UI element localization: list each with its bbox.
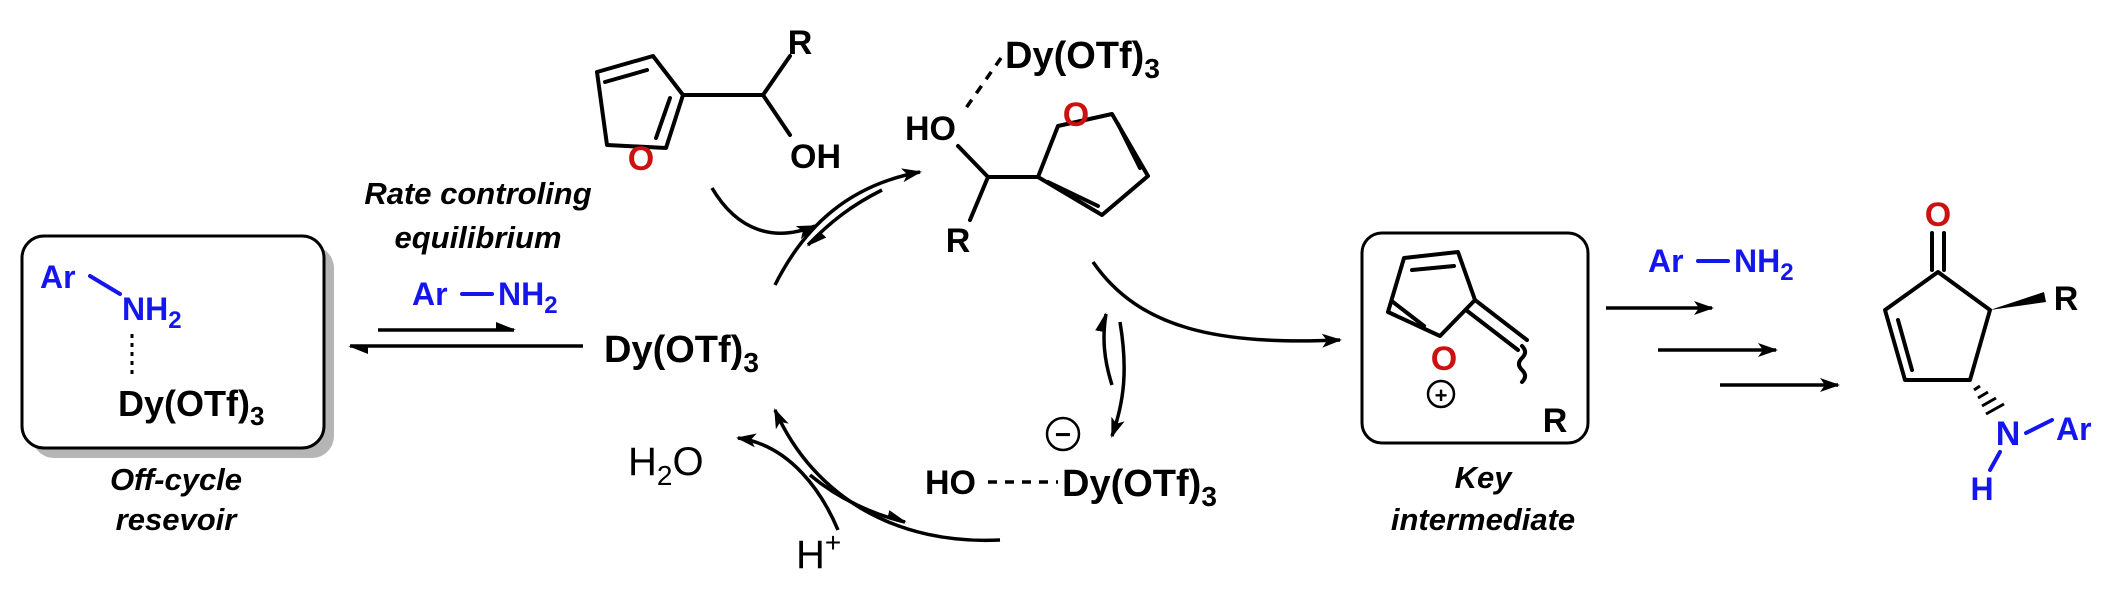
offcycle-caption-1: Off-cycle [110,462,242,497]
complex-r: R [946,222,971,260]
equilibrium-ar: Ar [412,276,448,312]
n-h-bond [1988,450,2002,472]
reagent-ar: Ar [1648,243,1684,279]
complex-co-bond [956,144,990,179]
oxocarbenium-ring [1386,250,1477,338]
water-label: H2O [628,440,704,491]
alcohol-r: R [788,24,813,62]
hash-bond [1973,384,2005,416]
exocyclic-double [1464,308,1520,352]
complex-oxygen: O [1063,96,1089,134]
r-bond [761,54,792,97]
key-intermediate: O + R Key intermediate [1360,231,1590,537]
cycle-top-arc-forward [773,168,922,286]
product-h: H [1970,471,1993,507]
alcohol-oh: OH [790,138,841,176]
negative-charge: − [1055,419,1071,450]
o-dy-dashed-bond [964,56,1003,110]
offcycle-dy: Dy(OTf)3 [118,383,264,431]
furfuryl-alcohol: O R OH [595,24,841,178]
offcycle-box [20,234,326,450]
product-oxygen: O [1925,196,1951,234]
ring-double-1 [1410,264,1456,272]
offcycle-ar: Ar [40,259,76,295]
furan-oxygen: O [628,140,654,178]
offcycle-nh2: NH2 [122,291,182,334]
catalytic-cycle [710,168,1342,543]
product-r: R [2054,280,2079,318]
intermediate-caption-2: intermediate [1391,502,1575,537]
exocyclic-bond [1473,298,1529,342]
wedge-bond [1990,292,2046,310]
complex-furan-ring [1036,112,1150,217]
hydroxide-complex: HO Dy(OTf)3 − [925,416,1217,512]
water-release-arrow [736,433,840,531]
hydroxide-dy: Dy(OTf)3 [1062,463,1217,512]
ring-alkene [1896,318,1914,372]
exit-to-intermediate-arrow [1091,261,1342,348]
intermediate-box [1360,231,1590,445]
complex-r-bond [968,175,990,222]
ar-n-bond [88,274,122,296]
intermediate-r: R [1543,402,1568,440]
cycle-bottom-arc-reverse [808,473,907,524]
cycle-top-arc-reverse [806,188,883,247]
negative-charge-circle [1045,416,1081,452]
cyclopentenone-ring [1883,270,1992,382]
oh-bond [761,93,792,137]
equilibrium-nh2: NH2 [498,276,558,319]
furan-double-bond-1 [603,68,649,84]
center-catalyst: Dy(OTf)3 [604,329,759,378]
product-cyclopentenone: O R N Ar H [1883,196,2092,507]
furan-ring [595,54,685,150]
ring-double-2 [1391,300,1426,328]
coordinated-complex: Dy(OTf)3 HO R O [905,35,1160,260]
water-proton: H2O H+ [628,440,841,577]
positive-charge: + [1435,383,1448,408]
hydroxide-ho: HO [925,464,976,502]
furan-double-bond-2 [654,96,672,140]
complex-furan-double-2 [1046,180,1100,208]
product-ar: Ar [2056,411,2092,447]
intermediate-oxygen: O [1431,340,1457,378]
reagent-nh2: NH2 [1734,243,1794,286]
substrate-entry-arrow [710,187,817,240]
equilibrium-label-1: Rate controling [364,176,591,211]
complex-furan-double-1 [1116,122,1142,170]
proton-label: H+ [796,527,841,577]
n-ar-bond [2024,418,2054,435]
intermediate-caption-1: Key [1455,460,1514,495]
rate-equilibrium: Rate controling equilibrium Ar NH2 [348,176,592,354]
cycle-right-arc-down [1110,321,1126,438]
complex-ho: HO [905,110,956,148]
offcycle-caption-2: resevoir [116,502,239,537]
reagent-arrows: Ar NH2 [1606,243,1840,392]
product-n: N [1996,415,2021,453]
cycle-right-arc-up [1095,312,1114,386]
positive-charge-circle [1426,379,1456,409]
wavy-bond [1517,344,1527,384]
offcycle-reservoir: Ar NH2 Dy(OTf)3 Off-cycle resevoir [20,234,334,537]
complex-dy: Dy(OTf)3 [1005,35,1160,84]
equilibrium-label-2: equilibrium [394,220,561,255]
